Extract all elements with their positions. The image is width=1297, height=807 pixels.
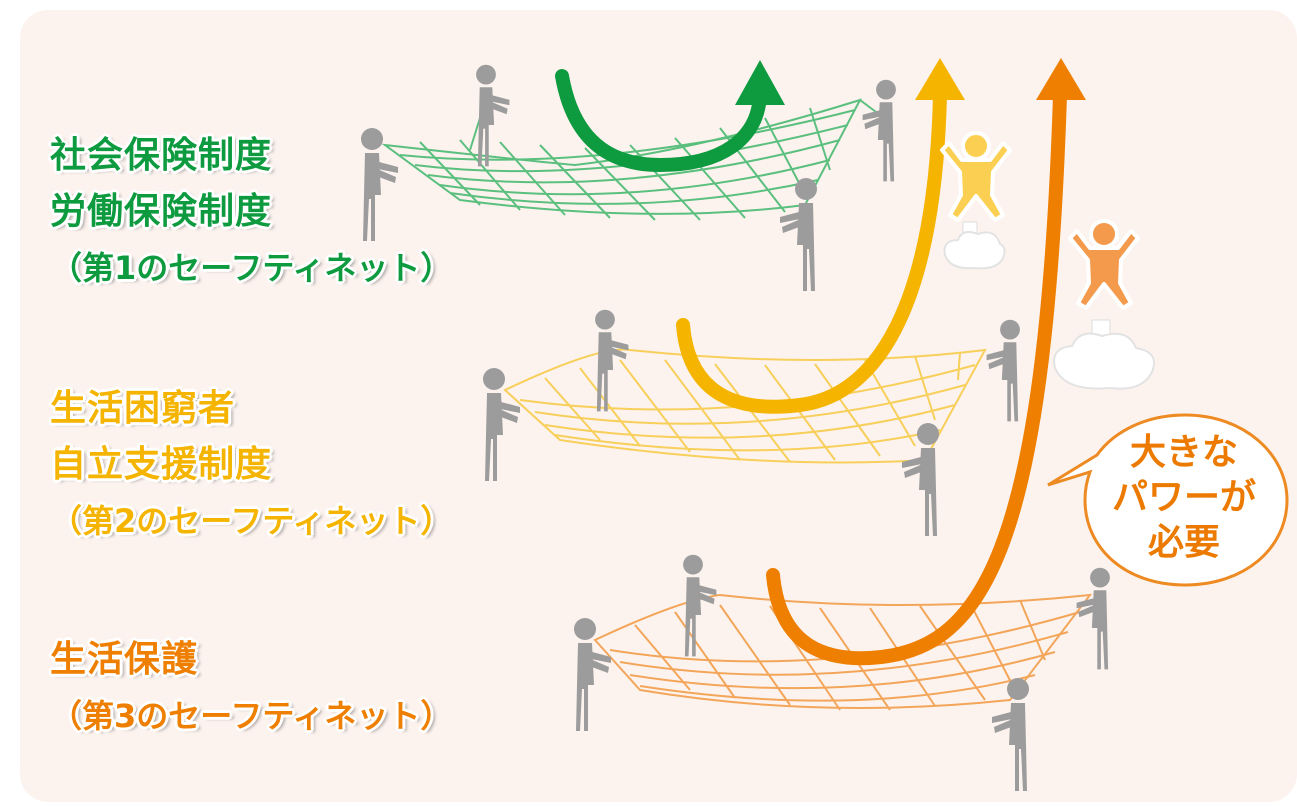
jumping-person-icon bbox=[940, 131, 1012, 222]
person-holding-net-icon bbox=[862, 79, 896, 182]
tier1-label-line1: 社会保険制度 bbox=[50, 135, 273, 176]
callout-line3: 必要 bbox=[1147, 522, 1220, 563]
cloud-icon bbox=[1053, 319, 1155, 390]
tier2-label-line1: 生活困窮者 bbox=[50, 388, 236, 429]
person-holding-net-icon bbox=[595, 309, 629, 412]
tier3-label: 生活保護 （第3のセーフティネット） bbox=[50, 632, 452, 744]
callout-line1: 大きな bbox=[1129, 432, 1238, 473]
curved-arrow-icon bbox=[766, 58, 1086, 666]
tier2-label: 生活困窮者 自立支援制度 （第2のセーフティネット） bbox=[50, 381, 452, 549]
net-tier2 bbox=[483, 309, 1020, 536]
tier3-label-line2: （第3のセーフティネット） bbox=[50, 697, 453, 735]
tier1-label-line3: （第1のセーフティネット） bbox=[50, 249, 453, 287]
callout-line2: パワーが bbox=[1111, 477, 1256, 518]
jumping-person-icon bbox=[1068, 219, 1140, 310]
person-holding-net-icon bbox=[780, 178, 817, 291]
cloud-icon bbox=[943, 221, 1006, 270]
person-holding-net-icon bbox=[992, 678, 1029, 791]
jumping-person-orange bbox=[1053, 219, 1155, 390]
person-holding-net-icon bbox=[683, 554, 717, 657]
person-holding-net-icon bbox=[986, 319, 1020, 422]
tier1-label: 社会保険制度 労働保険制度 （第1のセーフティネット） bbox=[50, 128, 452, 296]
diagram-background-panel bbox=[20, 10, 1297, 802]
person-holding-net-icon bbox=[902, 423, 939, 536]
tier2-label-line2: 自立支援制度 bbox=[50, 444, 273, 485]
tier3-label-line1: 生活保護 bbox=[50, 639, 199, 680]
callout-bubble bbox=[1047, 413, 1289, 587]
person-holding-net-icon bbox=[476, 64, 510, 167]
tier2-label-line3: （第2のセーフティネット） bbox=[50, 502, 453, 540]
tier1-label-line2: 労働保険制度 bbox=[50, 191, 273, 232]
net-tier3 bbox=[574, 554, 1110, 791]
callout-text: 大きな パワーが 必要 bbox=[1096, 430, 1272, 565]
curved-arrow-icon bbox=[676, 58, 965, 414]
curved-arrow-icon bbox=[555, 60, 785, 173]
jumping-person-yellow bbox=[940, 131, 1012, 270]
person-holding-net-icon bbox=[1076, 567, 1110, 670]
